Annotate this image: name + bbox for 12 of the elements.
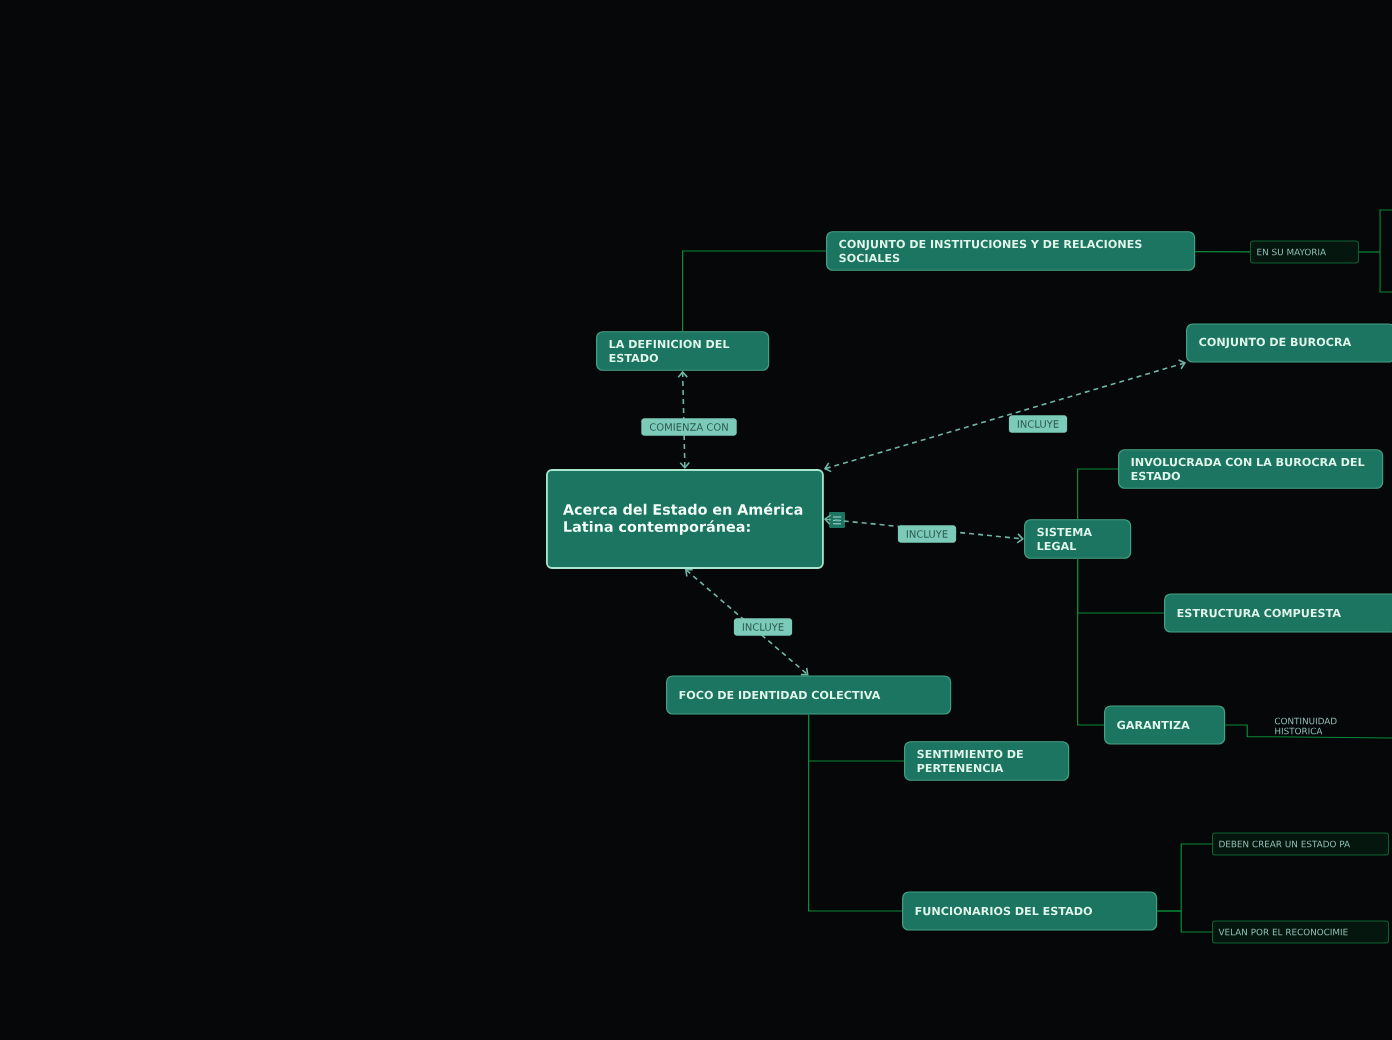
connector — [682, 250, 827, 332]
connector — [1077, 558, 1105, 726]
connector — [677, 370, 691, 470]
connector — [684, 568, 809, 676]
connector — [1358, 251, 1381, 253]
connector — [1194, 251, 1251, 253]
connector — [1224, 724, 1273, 738]
connector — [1156, 910, 1213, 933]
connector — [808, 714, 903, 912]
connector — [1077, 468, 1119, 520]
connector — [1271, 736, 1392, 739]
connector — [823, 359, 1186, 473]
